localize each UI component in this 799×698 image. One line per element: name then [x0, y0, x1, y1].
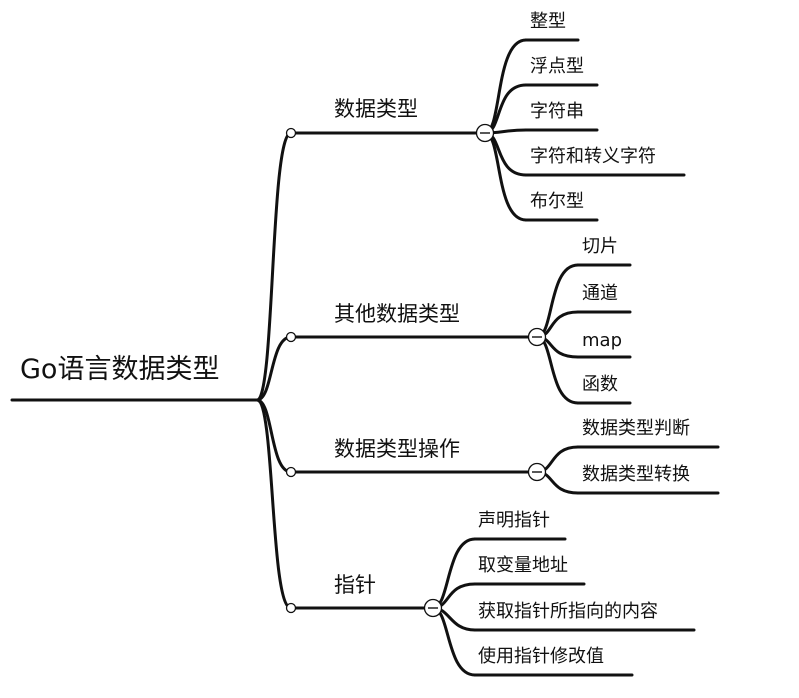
- leaf-topic[interactable]: 切片: [582, 236, 618, 257]
- leaf-topic[interactable]: 声明指针: [478, 510, 550, 531]
- leaf-topic[interactable]: 函数: [582, 374, 618, 395]
- leaf-topic[interactable]: 布尔型: [530, 191, 584, 212]
- child-edge-b1-3: [535, 335, 580, 405]
- branch-topic-pointers[interactable]: 指针: [334, 573, 376, 597]
- leaf-topic[interactable]: 数据类型判断: [582, 418, 690, 439]
- branch-dot-b0: [285, 127, 297, 139]
- collapse-toggle-b1[interactable]: [527, 327, 547, 347]
- leaf-topic[interactable]: map: [582, 330, 622, 351]
- leaf-topic[interactable]: 获取指针所指向的内容: [478, 601, 658, 622]
- child-edge-b0-4: [483, 131, 528, 222]
- collapse-toggle-b0[interactable]: [475, 123, 495, 143]
- leaf-topic[interactable]: 字符串: [530, 101, 584, 122]
- leaf-topic[interactable]: 字符和转义字符: [530, 146, 656, 167]
- branch-dot-b1: [285, 331, 297, 343]
- branch-topic-data-types[interactable]: 数据类型: [334, 97, 418, 121]
- root-edge-b0: [255, 131, 293, 402]
- collapse-toggle-b3[interactable]: [423, 598, 443, 618]
- child-edge-b3-0: [431, 537, 477, 610]
- child-edge-b1-0: [535, 263, 580, 339]
- leaf-topic[interactable]: 浮点型: [530, 56, 584, 77]
- leaf-topic[interactable]: 通道: [582, 283, 618, 304]
- branch-topic-other-types[interactable]: 其他数据类型: [334, 302, 460, 326]
- collapse-toggle-b2[interactable]: [527, 462, 547, 482]
- leaf-topic[interactable]: 使用指针修改值: [478, 646, 604, 667]
- branch-topic-type-operations[interactable]: 数据类型操作: [334, 437, 460, 461]
- branch-dot-b2: [285, 466, 297, 478]
- root-edge-b3: [255, 398, 293, 610]
- leaf-topic[interactable]: 取变量地址: [478, 555, 568, 576]
- child-edge-b3-3: [431, 606, 477, 677]
- root-edge-b1: [255, 335, 293, 402]
- leaf-topic[interactable]: 整型: [530, 11, 566, 32]
- leaf-topic[interactable]: 数据类型转换: [582, 464, 690, 485]
- root-topic[interactable]: Go语言数据类型: [20, 354, 220, 385]
- branch-dot-b3: [285, 602, 297, 614]
